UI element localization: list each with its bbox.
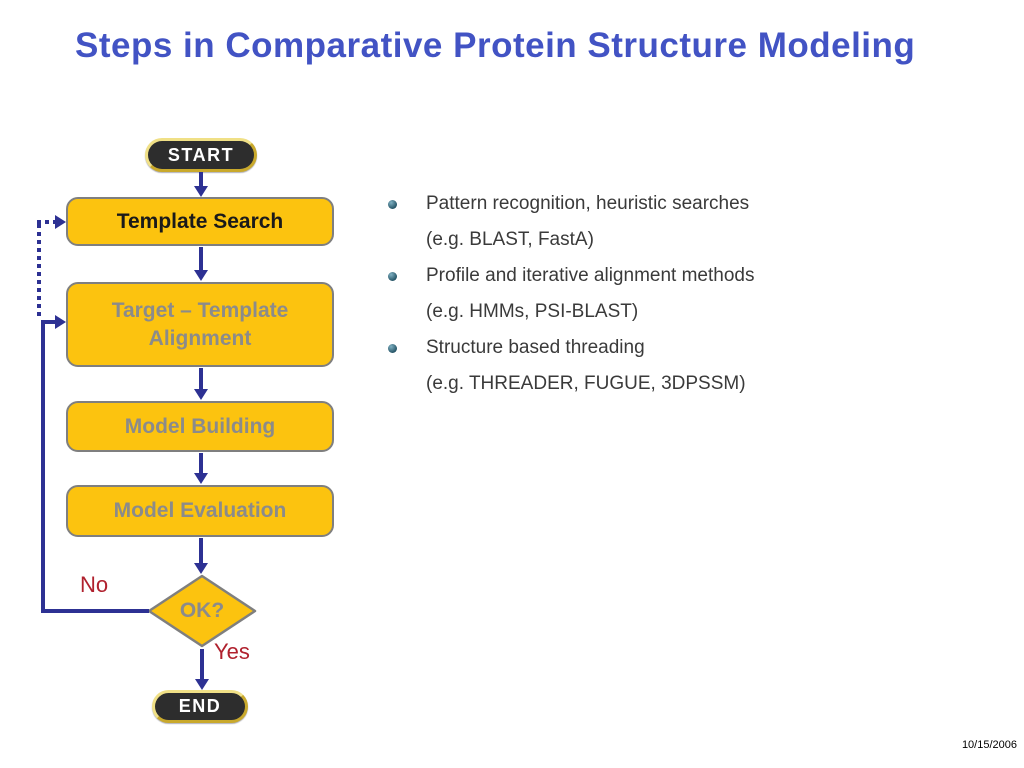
arrow-shaft [199, 538, 203, 564]
bullet-example: (e.g. THREADER, FUGUE, 3DPSSM) [426, 373, 746, 394]
arrow-head-icon [195, 679, 209, 690]
arrow-head-icon [194, 186, 208, 197]
bullet-text: Structure based threading [426, 337, 645, 358]
bullet-text: Pattern recognition, heuristic searches [426, 193, 750, 214]
decision-label: OK? [179, 599, 225, 622]
arrow-head-icon [194, 270, 208, 281]
no-feedback-line-horizontal [41, 609, 149, 613]
arrow-head-icon [55, 315, 66, 329]
process-template-search: Template Search [66, 197, 334, 246]
arrow-template-search-to-alignment [194, 247, 208, 281]
ball-bullet-icon [388, 344, 397, 353]
yes-branch-label: Yes [214, 639, 250, 664]
process-model-building: Model Building [66, 401, 334, 452]
arrow-start-to-template-search [194, 172, 208, 197]
bullet-list: Pattern recognition, heuristic searches … [385, 186, 985, 402]
arrow-head-icon [55, 215, 66, 229]
process-target-template-alignment: Target – Template Alignment [66, 282, 334, 367]
slide-date: 10/15/2006 [961, 739, 1017, 751]
dotted-feedback-line-vertical [37, 224, 41, 320]
process-model-evaluation: Model Evaluation [66, 485, 334, 537]
arrow-shaft [199, 172, 203, 187]
no-feedback-line-into-alignment [41, 320, 57, 324]
bullet-example: (e.g. HMMs, PSI-BLAST) [426, 301, 639, 322]
no-feedback-line-vertical [41, 320, 45, 613]
end-terminator: END [152, 690, 248, 723]
arrow-model-building-to-evaluation [194, 453, 208, 484]
arrow-decision-to-end [195, 649, 209, 690]
arrow-evaluation-to-decision [194, 538, 208, 574]
arrow-alignment-to-model-building [194, 368, 208, 400]
decision-ok: OK? [147, 574, 257, 648]
list-item: Profile and iterative alignment methods … [385, 258, 985, 330]
page-title: Steps in Comparative Protein Structure M… [75, 26, 916, 65]
arrow-head-icon [194, 473, 208, 484]
no-branch-label: No [80, 572, 109, 597]
start-terminator: START [145, 138, 257, 172]
list-item: Structure based threading (e.g. THREADER… [385, 330, 985, 402]
arrow-shaft [199, 453, 203, 474]
ball-bullet-icon [388, 272, 397, 281]
bullet-text: Profile and iterative alignment methods [426, 265, 755, 286]
arrow-shaft [199, 368, 203, 390]
arrow-head-icon [194, 389, 208, 400]
arrow-head-icon [194, 563, 208, 574]
bullet-example: (e.g. BLAST, FastA) [426, 229, 594, 250]
dotted-feedback-line-horizontal [37, 220, 57, 224]
list-item: Pattern recognition, heuristic searches … [385, 186, 985, 258]
arrow-shaft [199, 247, 203, 271]
arrow-shaft [200, 649, 204, 680]
ball-bullet-icon [388, 200, 397, 209]
decision-diamond-shape [147, 574, 257, 648]
